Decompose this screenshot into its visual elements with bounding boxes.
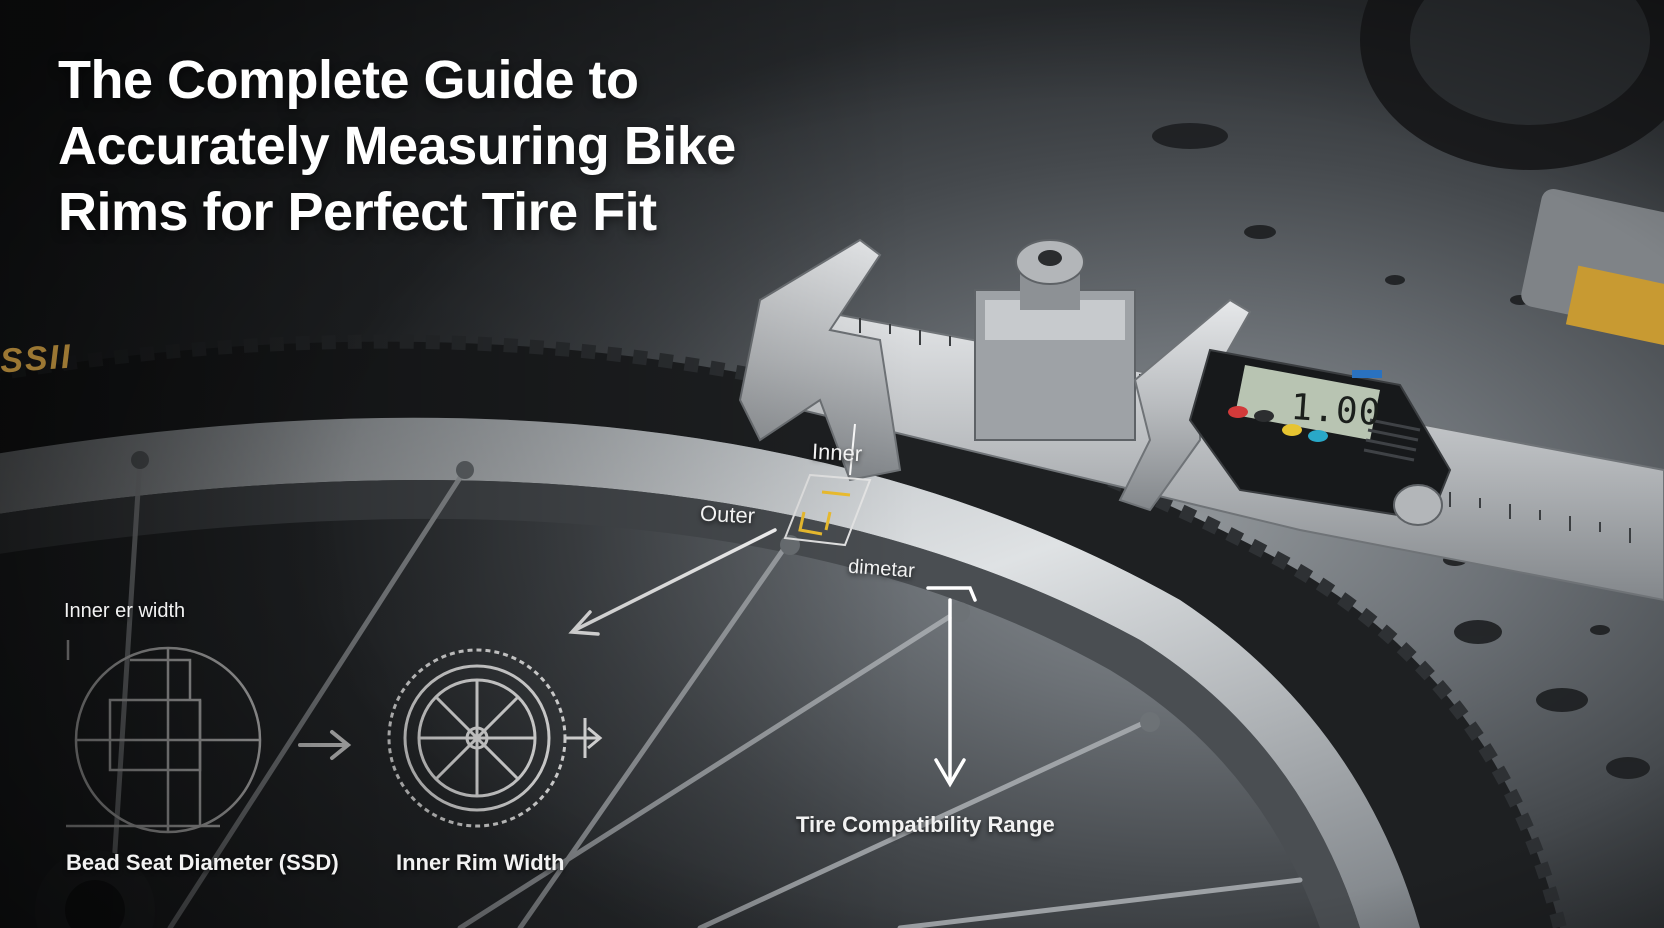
title-line-2: Accurately Measuring Bike xyxy=(58,115,736,176)
tire-brand-mark: SSII xyxy=(0,337,74,381)
inner-callout-label: Inner xyxy=(811,438,863,467)
bead-seat-diameter-label: Bead Seat Diameter (SSD) xyxy=(66,850,339,875)
inner-rim-width-small-label: Inner er width xyxy=(64,600,186,622)
caliper-display-reading: 1.00 xyxy=(1289,386,1383,435)
tire-compatibility-range-label: Tire Compatibility Range xyxy=(796,812,1055,837)
outer-callout-label: Outer xyxy=(699,500,756,529)
title-line-1: The Complete Guide to xyxy=(58,50,639,110)
diameter-callout-label: dimetar xyxy=(847,555,916,583)
page-title: The Complete Guide to Accurately Measuri… xyxy=(58,48,878,246)
title-line-3: Rims for Perfect Tire Fit xyxy=(58,181,657,242)
inner-rim-width-label: Inner Rim Width xyxy=(396,850,565,875)
